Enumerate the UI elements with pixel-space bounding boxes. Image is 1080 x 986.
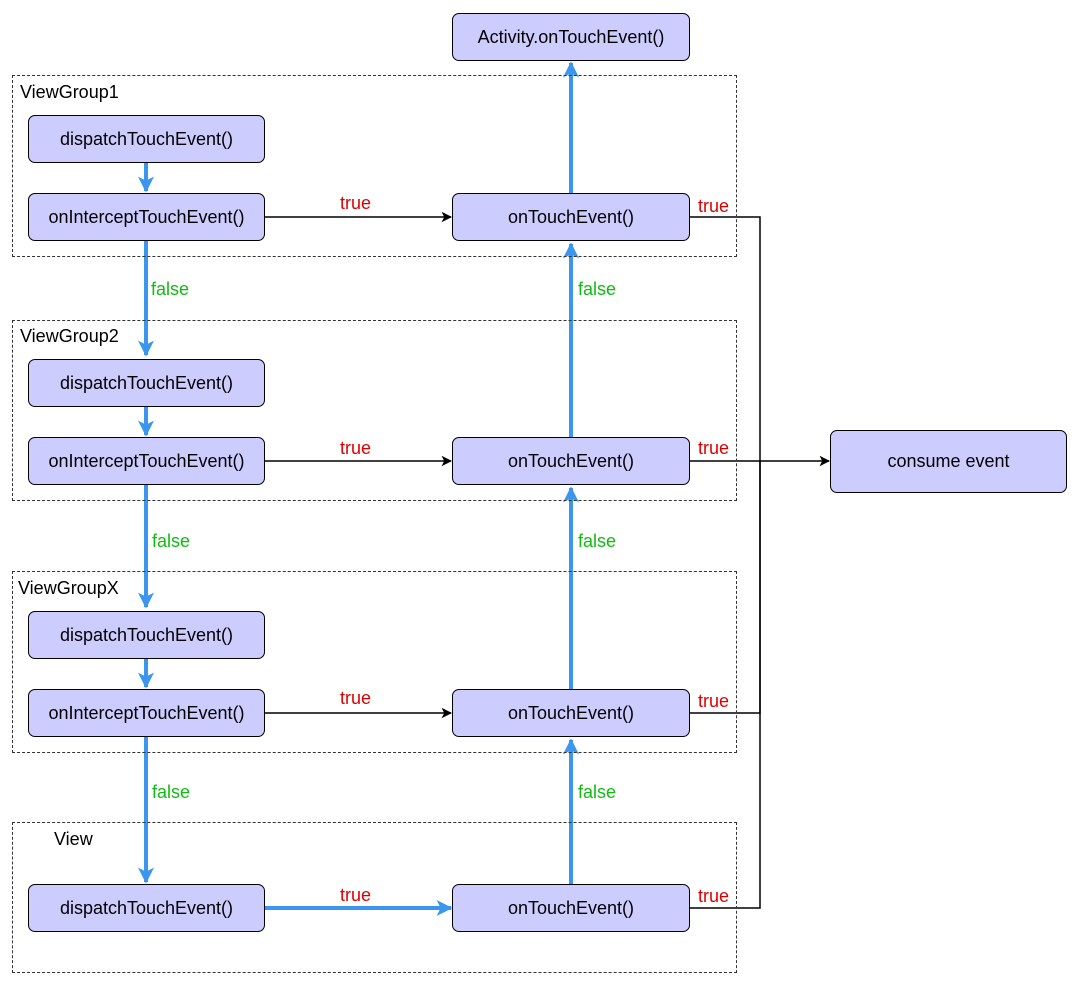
gx-ontouch-node: onTouchEvent(): [452, 689, 690, 737]
group-view-title: View: [54, 829, 93, 849]
line-ontouch-view-true: [689, 461, 761, 909]
group-viewgroup1-title: ViewGroup1: [20, 82, 119, 102]
g1-dispatch-node: dispatchTouchEvent(): [28, 115, 265, 163]
label-false-g2-up: false: [578, 279, 617, 299]
activity-ontouchevent-node: Activity.onTouchEvent(): [452, 13, 690, 61]
label-ontouch-true-gx: true: [698, 691, 730, 711]
group-view: [12, 822, 737, 973]
line-ontouch-g1-true: [689, 216, 761, 461]
label-ontouch-true-g2: true: [698, 438, 730, 458]
group-viewgroup2-title: ViewGroup2: [20, 326, 119, 346]
consume-event-node: consume event: [830, 430, 1067, 493]
g2-intercept-node: onInterceptTouchEvent(): [28, 437, 265, 485]
gx-dispatch-node: dispatchTouchEvent(): [28, 611, 265, 659]
label-intercept-true-g2: true: [340, 438, 372, 458]
g1-ontouch-node: onTouchEvent(): [452, 193, 690, 241]
g2-dispatch-node: dispatchTouchEvent(): [28, 359, 265, 407]
view-ontouch-node: onTouchEvent(): [452, 884, 690, 932]
gx-intercept-node: onInterceptTouchEvent(): [28, 689, 265, 737]
group-viewgroup2: [12, 320, 737, 501]
label-false-view-up: false: [578, 782, 617, 802]
label-false-g1-down: false: [151, 279, 190, 299]
label-view-dispatch-true: true: [340, 885, 372, 905]
label-intercept-true-gx: true: [340, 688, 372, 708]
group-viewgroupx-title: ViewGroupX: [18, 578, 119, 598]
label-ontouch-true-g1: true: [698, 196, 730, 216]
view-dispatch-node: dispatchTouchEvent(): [28, 884, 265, 932]
label-false-gx-up: false: [578, 531, 617, 551]
label-ontouch-true-view: true: [698, 886, 730, 906]
g2-ontouch-node: onTouchEvent(): [452, 437, 690, 485]
label-false-g2-down: false: [152, 531, 191, 551]
label-intercept-true-g1: true: [340, 193, 372, 213]
group-viewgroup1: [12, 75, 737, 257]
g1-intercept-node: onInterceptTouchEvent(): [28, 193, 265, 241]
group-viewgroupx: [12, 571, 737, 753]
label-false-gx-down: false: [152, 782, 191, 802]
